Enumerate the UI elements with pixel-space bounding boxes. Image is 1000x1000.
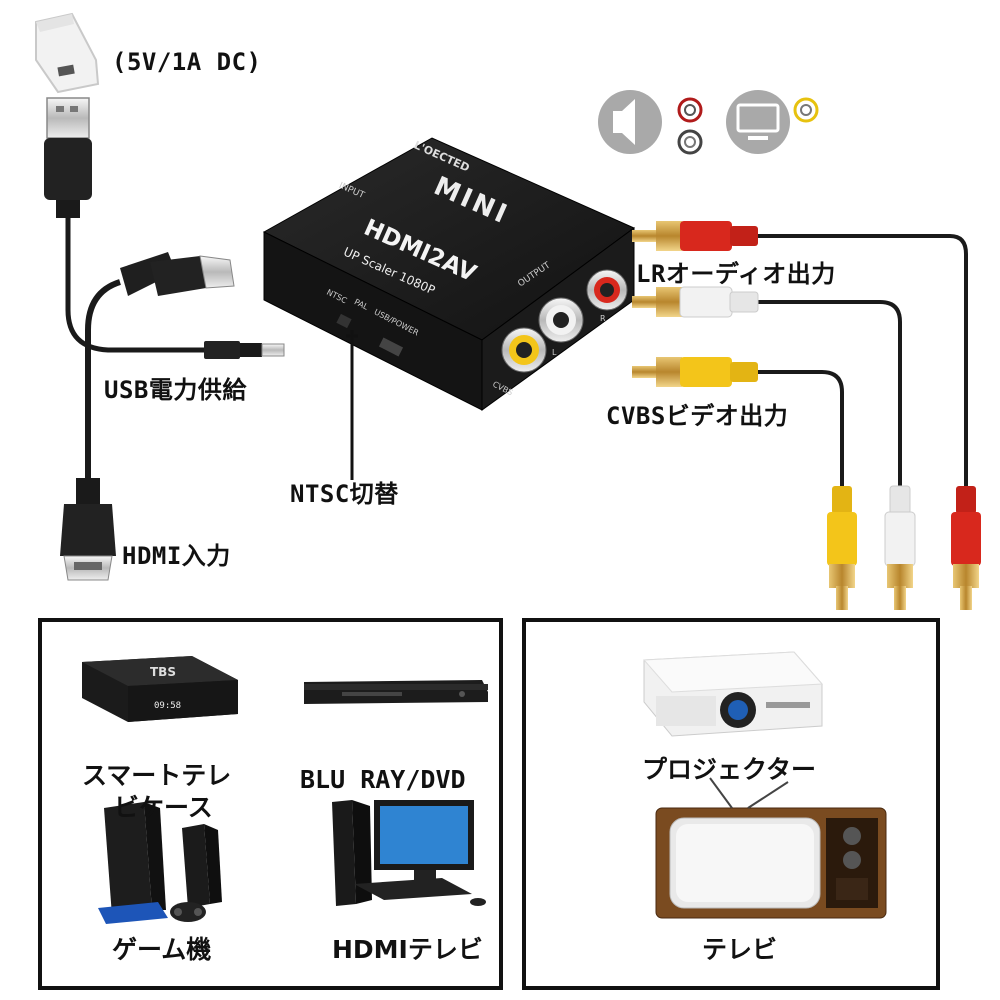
monitor-icon: [726, 90, 790, 154]
ntsc-switch-label: NTSC切替: [290, 480, 399, 508]
usb-power-label: USB電力供給: [104, 376, 247, 404]
lr-audio-output-label: LRオーディオ出力: [636, 260, 836, 288]
rca-plug-yellow-horizontal: [632, 357, 758, 387]
bluray-player-icon: [304, 680, 488, 704]
usb-power-adapter: [35, 12, 100, 94]
smart-tv-box-label-line1: スマートテレ: [82, 761, 232, 790]
power-spec-label: (5V/1A DC): [112, 48, 262, 76]
jack-l-white: [538, 297, 584, 343]
ntsc-pal-switch: [336, 313, 352, 329]
rca-plug-red-vertical: [951, 486, 981, 610]
source-devices-panel: TBS 09:58: [38, 618, 503, 990]
svg-text:09:58: 09:58: [154, 701, 181, 711]
speaker-icon: [598, 90, 662, 154]
game-console-label: ゲーム機: [112, 935, 212, 964]
device-r-label: R: [600, 314, 606, 323]
hdmi-tv-pc-icon: [332, 800, 486, 906]
output-devices-art: [642, 651, 887, 919]
rca-plug-white-vertical: [884, 485, 916, 610]
smart-tv-box-icon: TBS 09:58: [82, 656, 238, 722]
micro-usb-plug: [204, 341, 285, 359]
device-l-label: L: [552, 348, 557, 357]
rca-plug-red-horizontal: [632, 221, 758, 251]
rca-plug-white-horizontal: [632, 286, 759, 318]
usb-port: [378, 337, 404, 357]
bluray-dvd-label: BLU RAY/DVD: [300, 765, 466, 794]
hdmi-tv-label: HDMIテレビ: [332, 935, 483, 964]
hdmi2av-converter: [262, 137, 635, 411]
svg-text:TBS: TBS: [150, 665, 176, 679]
smart-tv-box-label-line2: ビケース: [114, 793, 213, 822]
crt-tv-icon: [655, 777, 887, 919]
hdmi-plug-top: [120, 252, 235, 296]
game-console-icon: [98, 802, 222, 924]
projector-icon: [642, 651, 824, 737]
jack-cvbs-yellow: [501, 327, 547, 373]
audio-rca-white-icon: [677, 129, 703, 155]
hdmi-input-label: HDMI入力: [122, 542, 231, 570]
rca-plug-yellow-vertical: [827, 486, 857, 610]
cvbs-video-output-label: CVBSビデオ出力: [606, 402, 789, 430]
jack-r-red: [586, 269, 628, 311]
projector-label: プロジェクター: [642, 755, 817, 784]
hdmi-plug-bottom: [60, 478, 116, 581]
output-devices-panel: プロジェクター テレビ: [522, 618, 940, 990]
audio-rca-red-icon: [677, 97, 703, 123]
usb-a-plug: [44, 97, 92, 218]
source-devices-art: TBS 09:58: [82, 656, 488, 924]
tv-label: テレビ: [702, 935, 778, 964]
video-rca-yellow-icon: [793, 97, 819, 123]
